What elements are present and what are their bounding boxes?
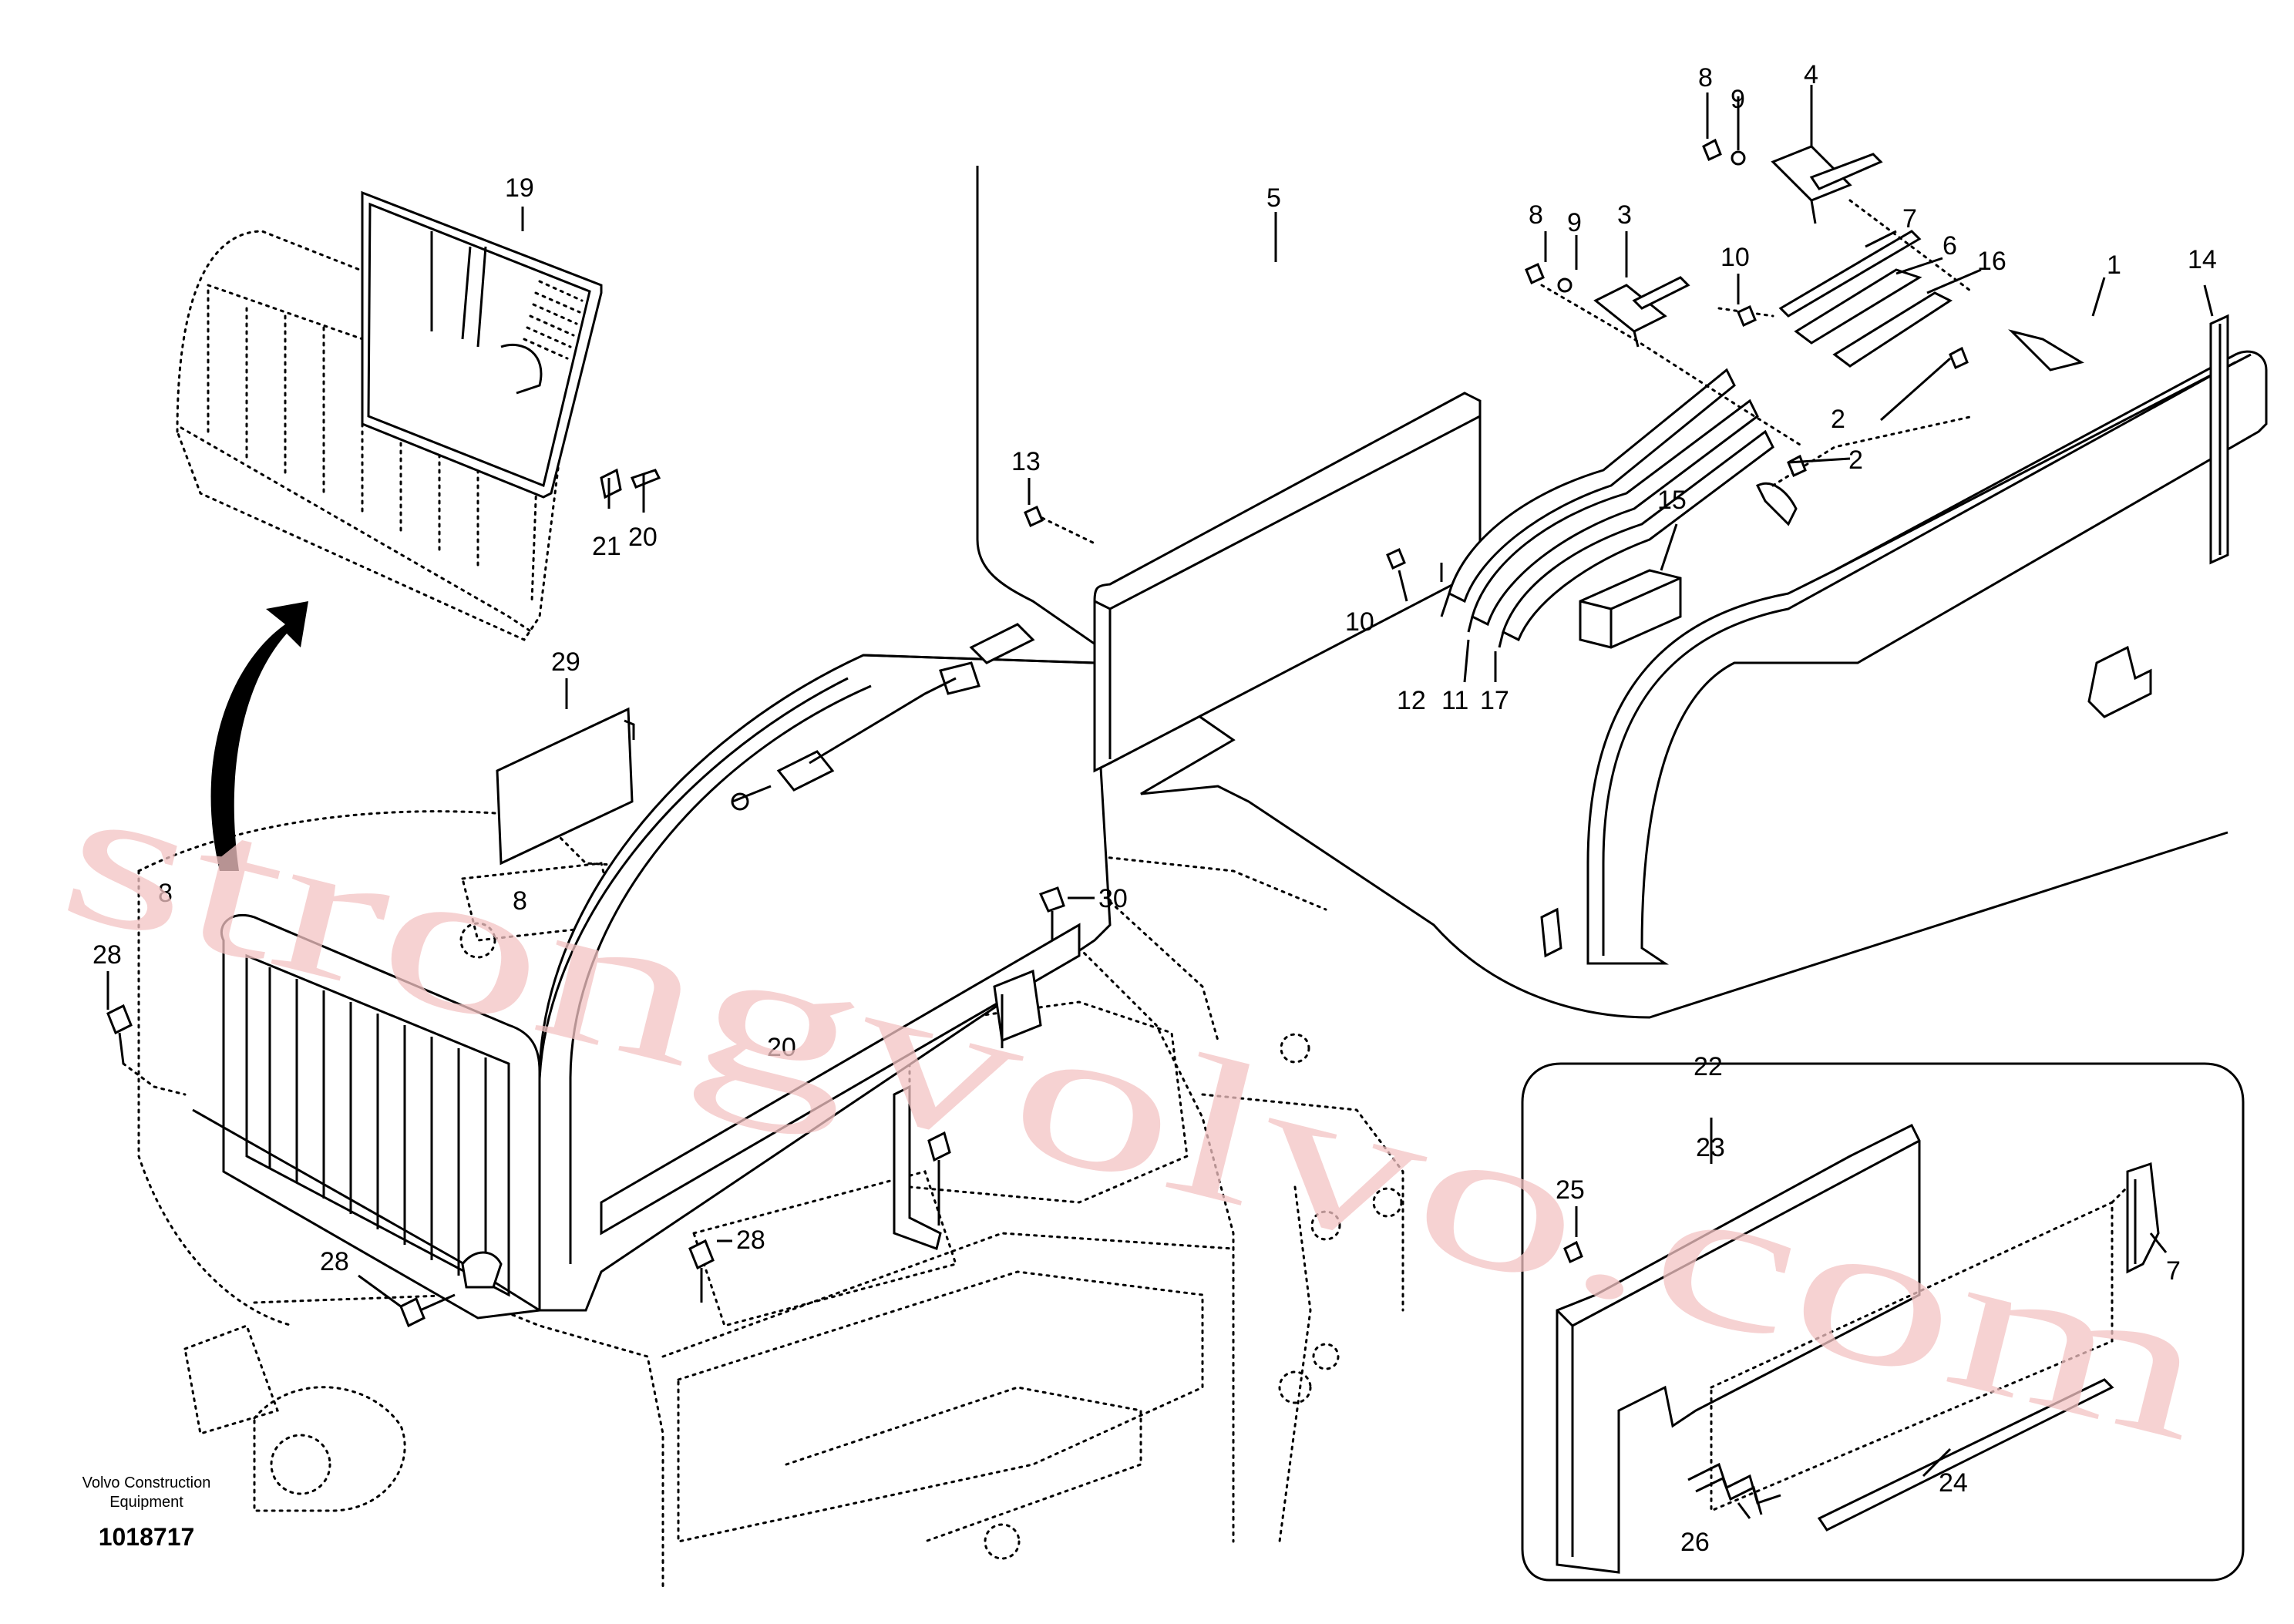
callout-8: 8: [513, 886, 527, 916]
bracket-center: [893, 1084, 942, 1250]
callout-4: 4: [1804, 60, 1818, 89]
credit-block: Volvo Construction Equipment 1018717: [82, 1474, 211, 1551]
callout-3: 3: [1617, 200, 1632, 230]
callout-29: 29: [551, 647, 580, 677]
hinge-3: [1593, 276, 1690, 348]
callout-7: 7: [1902, 204, 1917, 234]
callout-2: 2: [1831, 405, 1845, 434]
detail-box-22: [1521, 1062, 2245, 1582]
callout-28: 28: [736, 1226, 765, 1255]
callout-numbers: 19 21 20 29 8 28 8 30 20 28 28 5 13 10 1…: [92, 60, 2217, 1557]
hinge-4: [1771, 145, 1883, 224]
callout-14: 14: [2188, 245, 2217, 274]
bolt-28-bottom: [399, 1293, 456, 1328]
callout-20: 20: [767, 1033, 796, 1062]
callout-28: 28: [320, 1247, 349, 1276]
callout-20: 20: [628, 523, 658, 552]
strip-14: [2209, 314, 2229, 565]
panel-5: [1093, 392, 1482, 773]
callout-28: 28: [92, 940, 122, 970]
panel-29: [496, 707, 635, 866]
callout-19: 19: [505, 173, 534, 203]
callout-21: 21: [592, 532, 621, 561]
callout-17: 17: [1480, 686, 1509, 715]
callout-8: 8: [1529, 200, 1543, 230]
strips-6-7-16: [1717, 199, 1975, 368]
callout-13: 13: [1011, 447, 1041, 476]
callout-10: 10: [1345, 607, 1374, 637]
callout-8: 8: [158, 879, 173, 908]
machine-frame-dotted: [137, 810, 1404, 1589]
hood-1: [1540, 329, 2268, 965]
callout-9: 9: [1567, 208, 1582, 237]
callout-8: 8: [1698, 63, 1713, 92]
callout-11: 11: [1441, 686, 1468, 715]
doc-number: 1018717: [99, 1523, 195, 1551]
bolt-30: [1038, 886, 1065, 940]
callout-12: 12: [1397, 686, 1426, 715]
credit-line1: Volvo Construction: [82, 1474, 211, 1491]
curved-arrow-icon: [210, 601, 308, 871]
credit-line2: Equipment: [109, 1494, 183, 1511]
callout-10: 10: [1720, 243, 1750, 272]
strips-11-12-17: [1440, 368, 1774, 648]
callout-25: 25: [1556, 1175, 1585, 1205]
bolt-28-center: [688, 1239, 715, 1303]
callout-23: 23: [1696, 1133, 1725, 1162]
callout-24: 24: [1939, 1468, 1968, 1498]
callout-7: 7: [2166, 1256, 2181, 1286]
callout-30: 30: [1098, 884, 1128, 913]
bolt-28-left: [106, 1004, 187, 1096]
bolt-center: [927, 1131, 951, 1162]
callout-1: 1: [2107, 250, 2121, 280]
hood-assembly: [538, 623, 1112, 1312]
callout-2: 2: [1848, 446, 1863, 475]
screen-19: [176, 190, 661, 641]
callout-22: 22: [1694, 1052, 1723, 1081]
callout-26: 26: [1680, 1528, 1710, 1557]
callout-9: 9: [1731, 85, 1745, 114]
small-bolts: [1386, 138, 1969, 570]
detail-callout-frame: [976, 166, 2228, 1019]
mesh-pattern: [523, 280, 584, 360]
callout-15: 15: [1657, 486, 1687, 515]
callout-16: 16: [1977, 247, 2006, 276]
leader-lines: [106, 85, 2214, 1519]
block-15: [1579, 569, 1682, 649]
callout-6: 6: [1942, 231, 1957, 261]
callout-5: 5: [1266, 183, 1281, 213]
bolt-13: [1024, 505, 1096, 545]
